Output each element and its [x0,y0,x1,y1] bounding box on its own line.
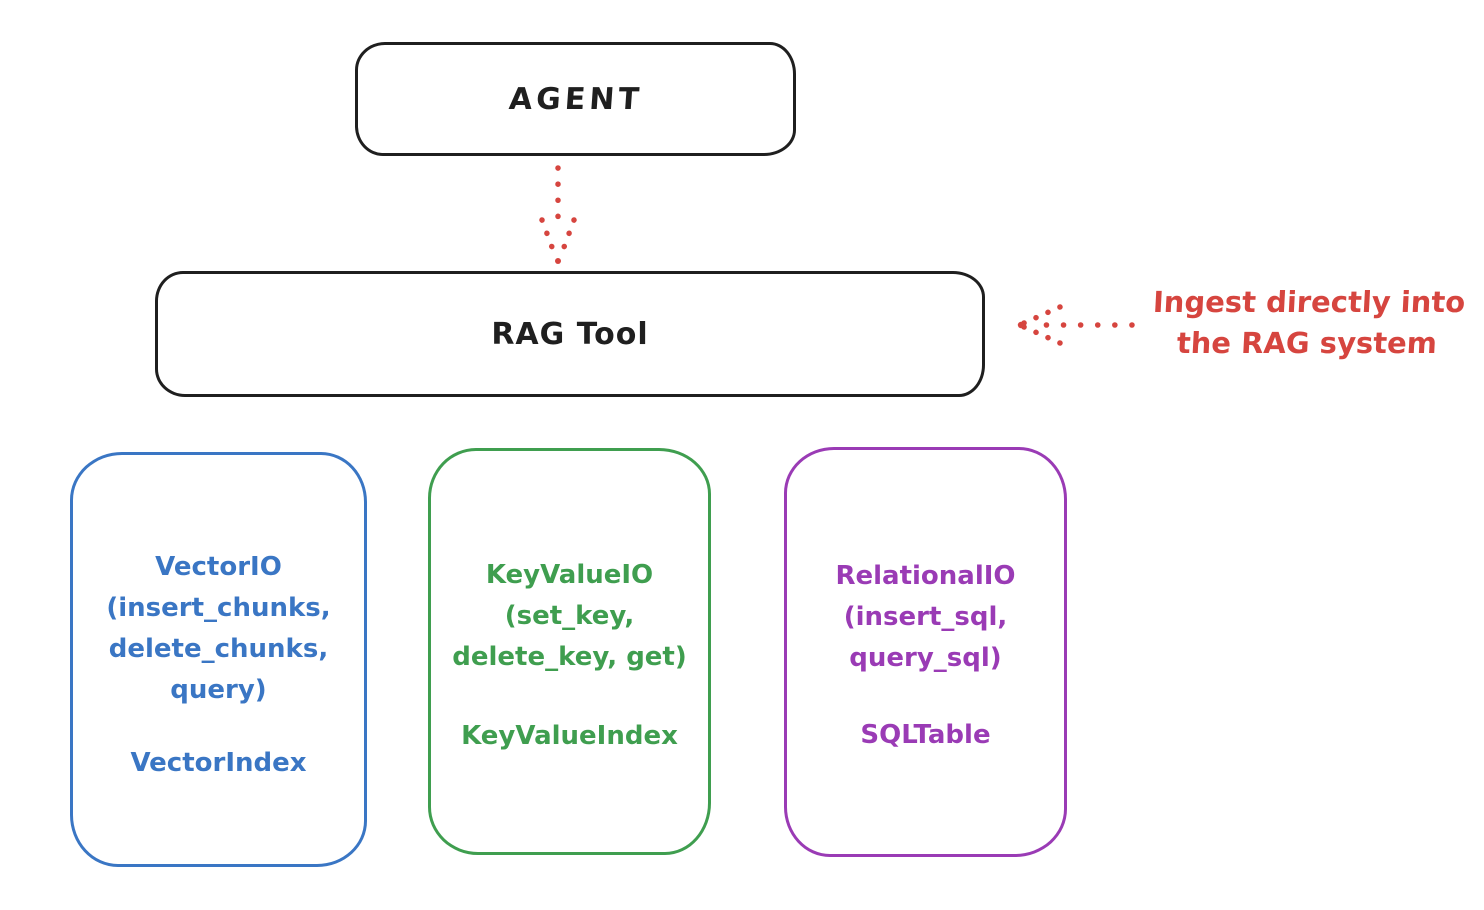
rag-tool-label: RAG Tool [491,316,649,352]
dotted-down-arrow-icon [539,165,577,264]
vector-io-card: VectorIO (insert_chunks, delete_chunks, … [70,452,367,867]
rag-tool-box: RAG Tool [155,271,985,397]
vector-io-body: VectorIO (insert_chunks, delete_chunks, … [106,552,331,705]
relational-io-card: RelationalIO (insert_sql, query_sql) SQL… [784,447,1067,857]
agent-box: AGENT [355,42,796,156]
dotted-left-arrow-icon [1017,304,1135,346]
ingest-annotation: Ingest directly into the RAG system [1152,285,1467,360]
keyvalue-io-body: KeyValueIO (set_key, delete_key, get) [452,560,687,672]
vector-index-label: VectorIndex [130,748,307,778]
sql-table-label: SQLTable [860,720,991,750]
keyvalue-index-label: KeyValueIndex [461,721,678,751]
agent-label: AGENT [507,81,644,117]
relational-io-body: RelationalIO (insert_sql, query_sql) [835,561,1016,673]
keyvalue-io-card: KeyValueIO (set_key, delete_key, get) Ke… [428,448,711,855]
